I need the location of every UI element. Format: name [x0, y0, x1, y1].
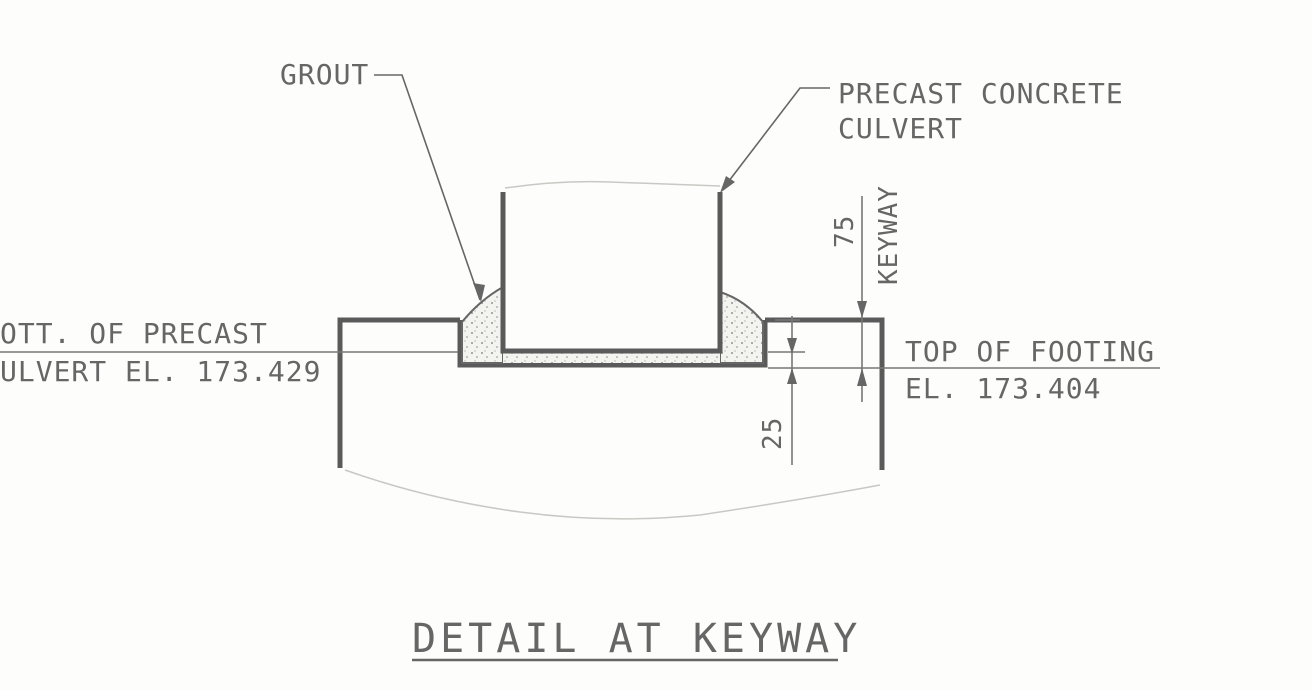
grout-label: GROUT — [280, 58, 369, 91]
grout-bed — [503, 351, 720, 363]
dim-75-arrow-top — [857, 301, 867, 318]
dim-keyway-text: KEYWAY — [874, 185, 904, 285]
grout-leader — [374, 74, 481, 301]
culvert-label-line1: PRECAST CONCRETE — [838, 77, 1124, 110]
dim-25-arrow-bottom — [787, 368, 797, 384]
grout-leader-arrow — [473, 283, 485, 302]
culvert-leader — [721, 87, 830, 191]
bottom-culvert-label-line2: ULVERT EL. 173.429 — [0, 355, 321, 388]
culvert-break-line — [504, 180, 721, 189]
bottom-culvert-label-line1: OTT. OF PRECAST — [0, 317, 268, 350]
dim-25-value: 25 — [758, 417, 788, 450]
grout-right — [719, 290, 764, 364]
footing-label-line2: EL. 173.404 — [905, 372, 1101, 405]
dim-25-arrow-top — [787, 338, 797, 354]
keyway-recess — [457, 320, 768, 368]
footing-outline — [337, 317, 885, 470]
footing-label-line1: TOP OF FOOTING — [905, 335, 1155, 368]
culvert-leader-arrow — [720, 176, 735, 193]
detail-title: DETAIL AT KEYWAY — [412, 616, 861, 662]
dim-keyway-value: 75 — [830, 215, 860, 248]
dim-75-arrow-bottom — [857, 368, 867, 386]
culvert-outline — [500, 192, 723, 354]
footing-break-line — [344, 469, 881, 520]
grout-left — [461, 285, 504, 364]
culvert-label-line2: CULVERT — [838, 112, 963, 145]
